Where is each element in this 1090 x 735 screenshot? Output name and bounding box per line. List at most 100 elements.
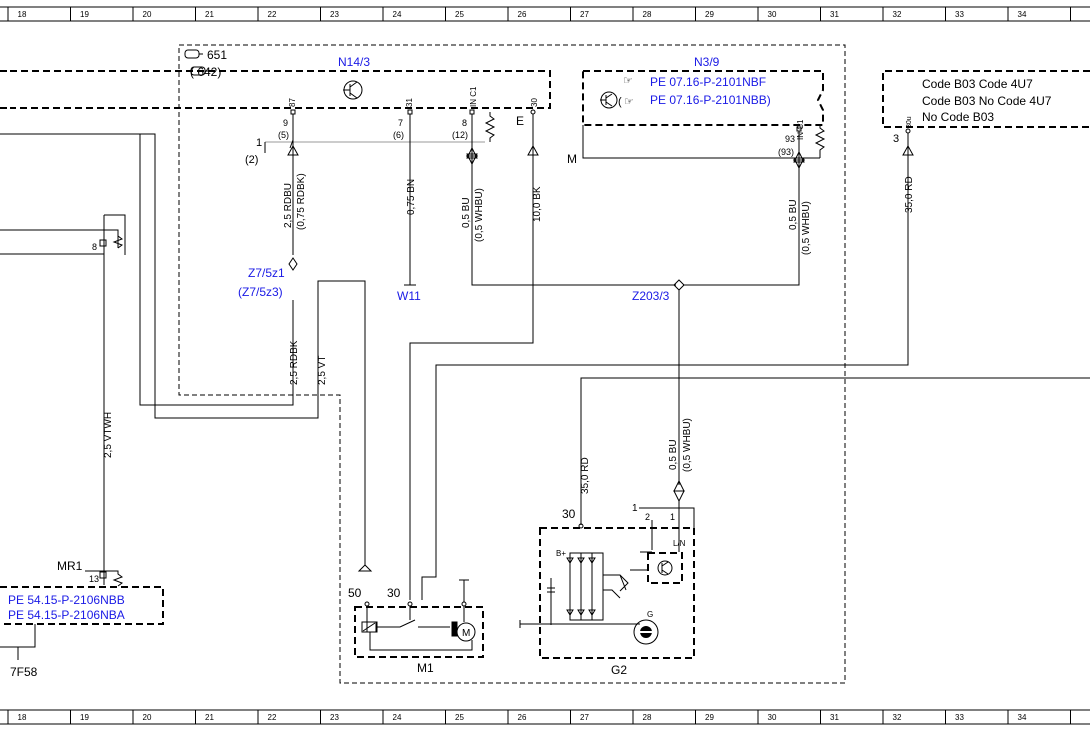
wire-label-5: 0,5 BU	[788, 199, 799, 230]
ruler-column-label: 34	[1018, 713, 1027, 722]
n14-pinnum-9: 9	[283, 118, 288, 128]
codes-pinnum: 3	[893, 133, 899, 145]
wire-label-4: 10,0 BK	[532, 186, 543, 222]
n14-pinnum-6: (6)	[393, 130, 404, 140]
n3-pinnum-alt: (93)	[778, 147, 794, 157]
m1-pin-30: 30	[387, 586, 401, 600]
m1-motor-label: M	[462, 628, 470, 639]
n14-pin-30: 30	[530, 98, 539, 107]
ruler-column-label: 21	[205, 713, 214, 722]
codes-line-1: Code B03 Code 4U7	[922, 77, 1033, 91]
connector-z203[interactable]: Z203/3	[632, 289, 670, 303]
codes-pin: 30u	[906, 116, 913, 128]
n14-label: N14/3	[338, 55, 370, 69]
m1-pin-50: 50	[348, 586, 362, 600]
n14-e-label: E	[516, 114, 524, 128]
n14-pin-31: 31	[405, 98, 414, 107]
ruler-column-label: 26	[518, 713, 527, 722]
n14-left-2: (2)	[245, 154, 258, 166]
n14-box	[10, 70, 551, 109]
g2-box	[539, 527, 695, 659]
f58-label: 7F58	[10, 665, 38, 679]
ruler-column-label: 32	[893, 713, 902, 722]
ruler-column-label: 20	[143, 713, 152, 722]
wire-label-3: 0,5 BU	[461, 197, 472, 228]
wire-label-1: 2,5 RDBU	[283, 183, 294, 228]
main-boundary	[178, 44, 846, 684]
wire-label-10: 35,0 RD	[580, 457, 591, 494]
n3-box	[582, 70, 824, 126]
ruler-column-label: 20	[143, 10, 152, 19]
g2-pin-1: 1	[632, 503, 638, 514]
ruler-column-label: 30	[768, 713, 777, 722]
ruler-column-label: 23	[330, 10, 339, 19]
ruler-column-label: 31	[830, 713, 839, 722]
ruler-column-label: 27	[580, 713, 589, 722]
ruler-column-label: 34	[1018, 10, 1027, 19]
ruler-column-label: 33	[955, 713, 964, 722]
ruler-column-label: 24	[393, 10, 402, 19]
wire-label-9: 2,5 VT	[317, 356, 328, 385]
wire-label-7: 2,5 VTWH	[103, 412, 114, 458]
pe-ref-2[interactable]: PE 54.15-P-2106NBA	[8, 608, 125, 622]
n3-ref-1[interactable]: PE 07.16-P-2101NBF	[650, 75, 766, 89]
wire-label-1b: (0,75 RDBK)	[296, 173, 307, 230]
n14-pinnum-12: (12)	[452, 130, 468, 140]
ruler-column-label: 27	[580, 10, 589, 19]
ruler-column-label: 32	[893, 10, 902, 19]
ruler-column-label: 22	[268, 713, 277, 722]
g2-pin-30: 30	[562, 507, 576, 521]
connector-z7[interactable]: Z7/5z1	[248, 266, 285, 280]
pe-ref-1[interactable]: PE 54.15-P-2106NBB	[8, 593, 125, 607]
n3-m-label: M	[567, 152, 577, 166]
hand-icon-2: ☞	[624, 96, 634, 108]
wire-label-8: 2,5 RDBK	[289, 340, 300, 385]
ruler-column-label: 29	[705, 10, 714, 19]
ruler-column-label: 23	[330, 713, 339, 722]
connector-z7-alt[interactable]: (Z7/5z3)	[238, 285, 283, 299]
n3-ref-2[interactable]: PE 07.16-P-2101NBB)	[650, 93, 771, 107]
n3-pinnum: 93	[785, 134, 795, 144]
wire-label-2: 0,75 BN	[406, 179, 417, 215]
engine-icon-b	[190, 66, 208, 76]
connector-w11[interactable]: W11	[397, 289, 421, 303]
n14-pinnum-5: (5)	[278, 130, 289, 140]
ruler-column-label: 18	[18, 713, 27, 722]
wire-label-11b: (0,5 WHBU)	[682, 418, 693, 472]
ruler-column-label: 33	[955, 10, 964, 19]
n14-pinnum-8: 8	[462, 118, 467, 128]
g2-pin-1b: 1	[670, 512, 675, 522]
n14-left-1: 1	[256, 137, 262, 149]
g2-label: G2	[611, 663, 627, 677]
pe-ref-box	[0, 586, 164, 625]
n14-pinnum-7: 7	[398, 118, 403, 128]
n14-pin-inc1: IN C1	[469, 86, 478, 107]
wire-label-3b: (0,5 WHBU)	[474, 188, 485, 242]
n3-ref-prefix: (	[618, 96, 622, 108]
g2-bplus: B+	[556, 549, 566, 558]
ruler-column-label: 25	[455, 10, 464, 19]
ruler-column-label: 24	[393, 713, 402, 722]
ruler-column-label: 26	[518, 10, 527, 19]
m1-label: M1	[417, 661, 434, 675]
n14-pin-87: 87	[288, 98, 297, 107]
g2-regulator-box	[647, 552, 683, 584]
ruler-column-label: 30	[768, 10, 777, 19]
ruler-column-label: 21	[205, 10, 214, 19]
hand-icon-1: ☞	[623, 75, 633, 87]
ruler-column-label: 19	[80, 713, 89, 722]
m1-box	[354, 606, 484, 658]
wire-label-6: 35,0 RD	[904, 176, 915, 213]
ruler-column-label: 31	[830, 10, 839, 19]
g2-pin-2: 2	[645, 512, 650, 522]
ruler-column-label: 18	[18, 10, 27, 19]
codes-line-3: No Code B03	[922, 110, 994, 124]
pin-13-label: 13	[89, 574, 99, 584]
ruler-column-label: 25	[455, 713, 464, 722]
mr1-label: MR1	[57, 559, 83, 573]
wire-label-5b: (0,5 WHBU)	[801, 201, 812, 255]
engine-icon-a	[184, 49, 203, 59]
